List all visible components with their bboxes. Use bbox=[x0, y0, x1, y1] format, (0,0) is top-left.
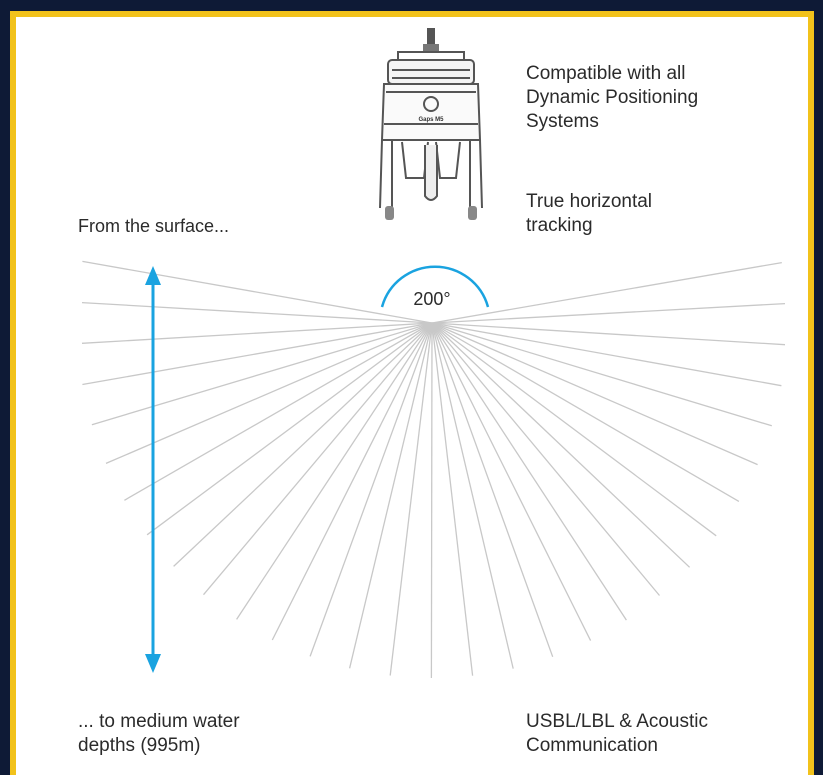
coverage-ray bbox=[81, 301, 433, 324]
coverage-ray bbox=[236, 322, 433, 620]
coverage-ray bbox=[431, 322, 554, 658]
coverage-ray bbox=[309, 322, 433, 657]
coverage-ray bbox=[431, 322, 592, 641]
coverage-ray bbox=[389, 322, 433, 676]
compatibility-text: Compatible with all Dynamic Positioning … bbox=[526, 63, 699, 132]
device-label: Gaps M5 bbox=[418, 117, 444, 123]
coverage-ray bbox=[431, 322, 758, 466]
coverage-rays bbox=[81, 260, 786, 679]
coverage-ray bbox=[431, 322, 772, 427]
coverage-ray bbox=[431, 322, 782, 387]
coverage-ray bbox=[431, 322, 717, 537]
coverage-ray bbox=[203, 322, 433, 596]
coverage-ray bbox=[430, 322, 433, 679]
coverage-ray bbox=[348, 322, 433, 669]
coverage-ray bbox=[82, 322, 433, 386]
coverage-ray bbox=[431, 322, 514, 669]
coverage-ray bbox=[173, 322, 433, 567]
depth-text: ... to medium water depths (995m) bbox=[78, 711, 240, 756]
coverage-ray bbox=[91, 322, 433, 426]
transponder-icon bbox=[379, 28, 483, 220]
coverage-ray bbox=[146, 322, 433, 536]
coverage-ray bbox=[431, 322, 474, 676]
surface-text: From the surface... bbox=[78, 216, 230, 236]
coverage-ray bbox=[431, 322, 627, 621]
coverage-ray bbox=[81, 322, 433, 344]
coverage-ray bbox=[431, 322, 786, 346]
angle-label: 200° bbox=[413, 289, 450, 309]
coverage-ray bbox=[431, 261, 782, 324]
coverage-ray bbox=[105, 322, 433, 464]
communication-text: USBL/LBL & Acoustic Communication bbox=[526, 711, 709, 756]
depth-arrow bbox=[145, 266, 161, 673]
coverage-ray bbox=[431, 322, 691, 568]
coverage-ray bbox=[431, 322, 660, 596]
coverage-ray bbox=[82, 260, 433, 324]
angle-arc bbox=[380, 265, 490, 308]
coverage-ray bbox=[431, 322, 740, 502]
coverage-ray bbox=[124, 322, 433, 501]
tracking-text: True horizontal tracking bbox=[526, 191, 653, 236]
coverage-ray bbox=[271, 322, 433, 641]
coverage-ray bbox=[431, 302, 786, 324]
